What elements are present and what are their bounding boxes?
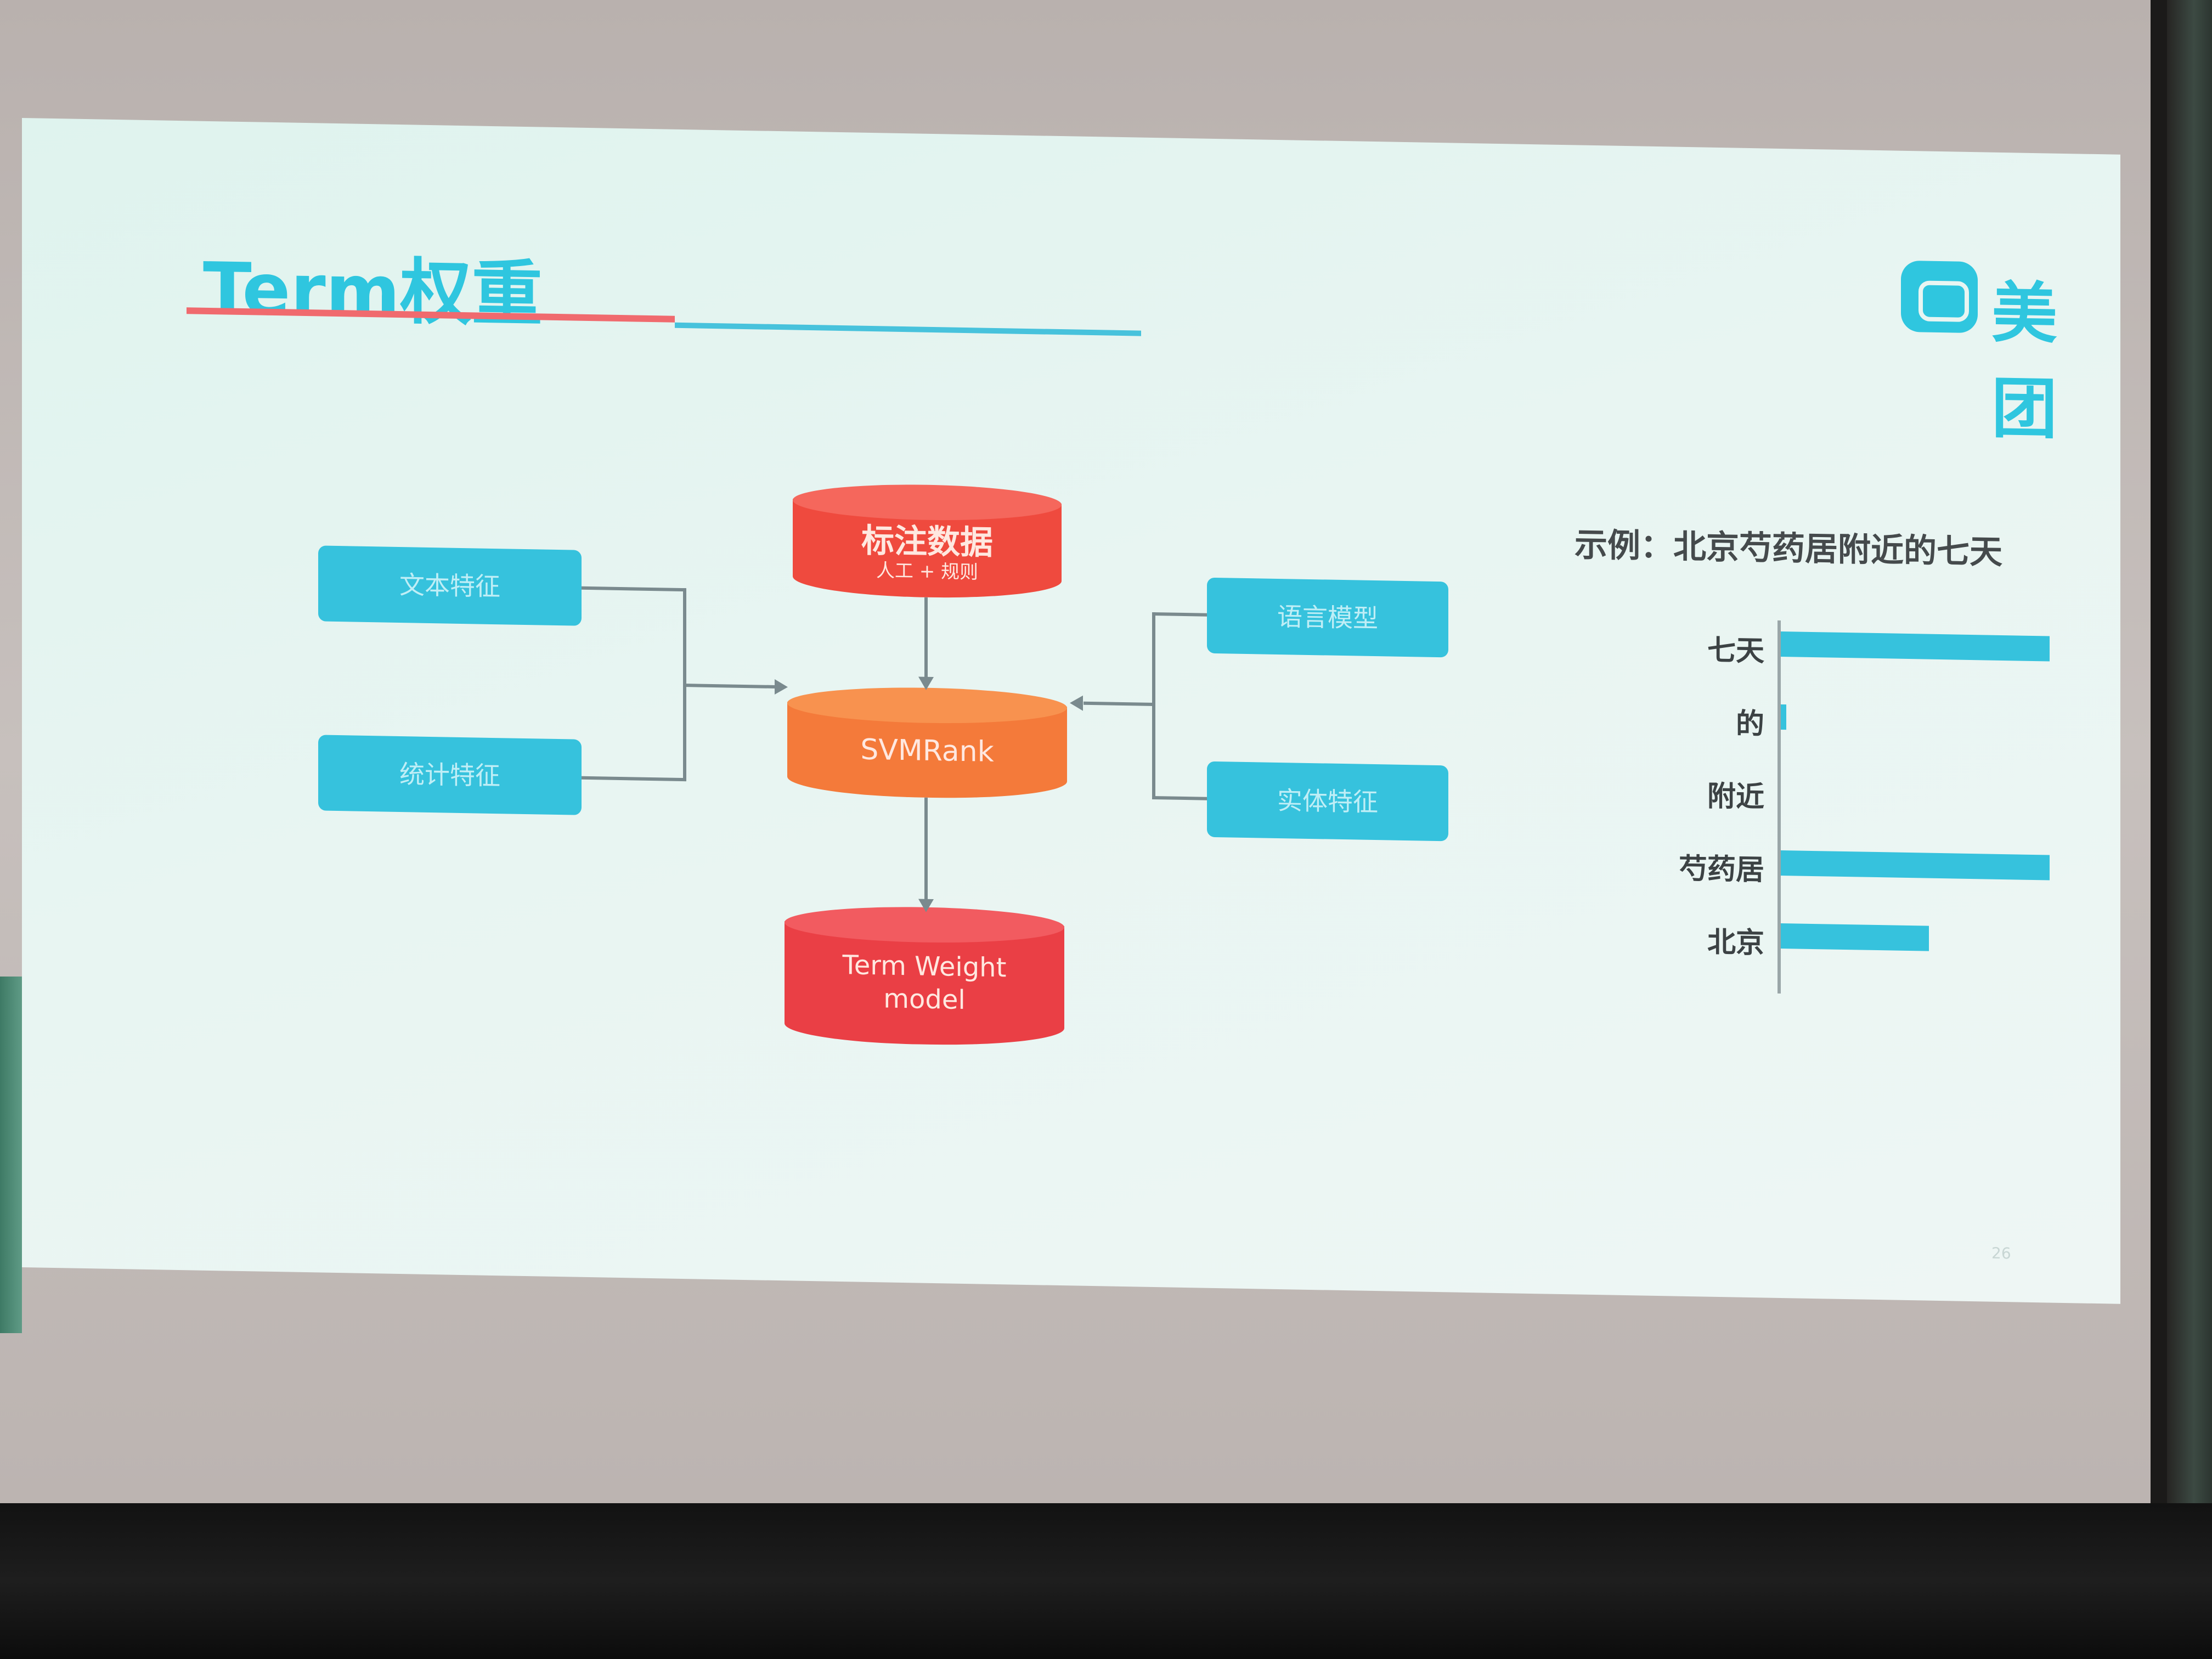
arrow-right-icon <box>775 679 788 695</box>
left-feature-box: 统计特征 <box>318 735 582 815</box>
arrow-down-icon <box>918 899 934 913</box>
title-underline-blue <box>675 322 1141 336</box>
connector-left-h1 <box>582 586 686 592</box>
right-feature-box: 语言模型 <box>1207 577 1448 658</box>
term-weight-label-2: model <box>883 983 966 1016</box>
right-wall <box>2167 0 2212 1503</box>
svmrank-node: SVMRank <box>787 685 1067 800</box>
chart-category-label: 七天 <box>1707 634 1764 668</box>
connector-left-to-center <box>683 684 776 689</box>
annotated-data-node: 标注数据 人工 + 规则 <box>793 482 1062 600</box>
connector-left-h2 <box>582 776 686 782</box>
bottom-shadow <box>0 1503 2212 1659</box>
connector-bottom-vertical <box>924 797 928 902</box>
right-feature-box: 实体特征 <box>1207 761 1448 842</box>
left-edge-object <box>0 977 22 1333</box>
left-feature-box: 文本特征 <box>318 545 582 626</box>
meituan-logo-icon <box>1901 260 1978 334</box>
chart-category-label: 芍药居 <box>1678 852 1764 887</box>
example-title: 示例：北京芍药居附近的七天 <box>1575 526 2002 572</box>
term-weight-model-node: Term Weight model <box>785 905 1064 1047</box>
logo-bubble-icon <box>1918 280 1969 322</box>
connector-top-vertical <box>924 597 928 680</box>
chart-bar <box>1781 704 1786 730</box>
svmrank-label: SVMRank <box>860 733 994 769</box>
chart-category-label: 的 <box>1735 707 1764 741</box>
arrow-down-icon <box>918 676 934 691</box>
chart-bar <box>1781 631 2050 662</box>
presentation-slide: Term权重 美团 标注数据 人工 + 规则 SVMRank Term Weig… <box>22 118 2120 1304</box>
chart-category-label: 北京 <box>1707 926 1764 960</box>
slide-title: Term权重 <box>203 246 543 336</box>
chart-bar <box>1781 923 1929 951</box>
connector-right-to-center <box>1084 701 1155 707</box>
page-number: 26 <box>1991 1244 2011 1263</box>
chart-category-label: 附近 <box>1707 780 1764 814</box>
connector-right-h2 <box>1152 795 1207 800</box>
term-weight-label: Term Weight <box>842 950 1007 984</box>
logo-text: 美团 <box>1991 275 2057 448</box>
arrow-left-icon <box>1070 695 1083 711</box>
connector-right-h1 <box>1152 612 1207 617</box>
chart-bar <box>1781 850 2050 881</box>
annotated-data-sublabel: 人工 + 规则 <box>876 560 979 584</box>
